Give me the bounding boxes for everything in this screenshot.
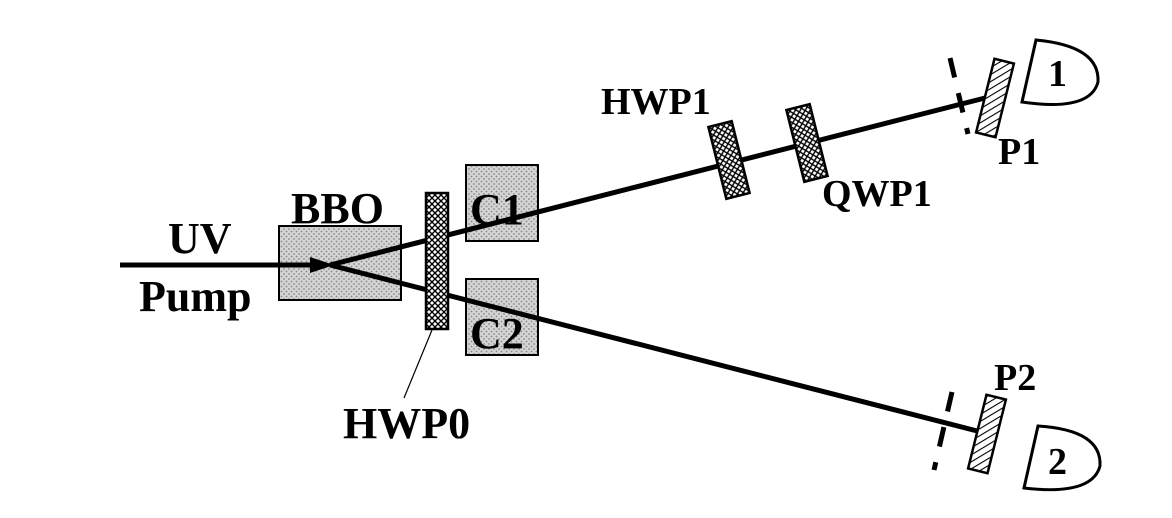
c2-label: C2 — [470, 309, 524, 358]
polarizer-p1 — [974, 57, 1016, 139]
detector-1-label: 1 — [1048, 53, 1067, 95]
pump-label: Pump — [139, 272, 251, 321]
hwp0-pointer — [403, 329, 433, 399]
bbo-label: BBO — [291, 184, 384, 233]
detector-2-label: 2 — [1048, 441, 1067, 483]
p1-label: P1 — [998, 131, 1040, 173]
qwp1-plate — [784, 102, 830, 184]
aperture-1 — [947, 57, 971, 135]
p2-label: P2 — [994, 357, 1036, 399]
hwp0-label: HWP0 — [343, 399, 470, 448]
hwp1-label: HWP1 — [601, 81, 711, 123]
hwp1-plate — [706, 119, 752, 201]
detector-2 — [1022, 424, 1102, 492]
qwp1-label: QWP1 — [822, 173, 932, 215]
uv-label: UV — [168, 214, 232, 263]
pump-arrowhead — [310, 257, 334, 273]
c1-label: C1 — [470, 185, 524, 234]
hwp0-plate — [424, 191, 450, 331]
polarizer-p2 — [966, 393, 1008, 475]
aperture-2 — [931, 391, 955, 471]
detector-1 — [1020, 38, 1100, 106]
